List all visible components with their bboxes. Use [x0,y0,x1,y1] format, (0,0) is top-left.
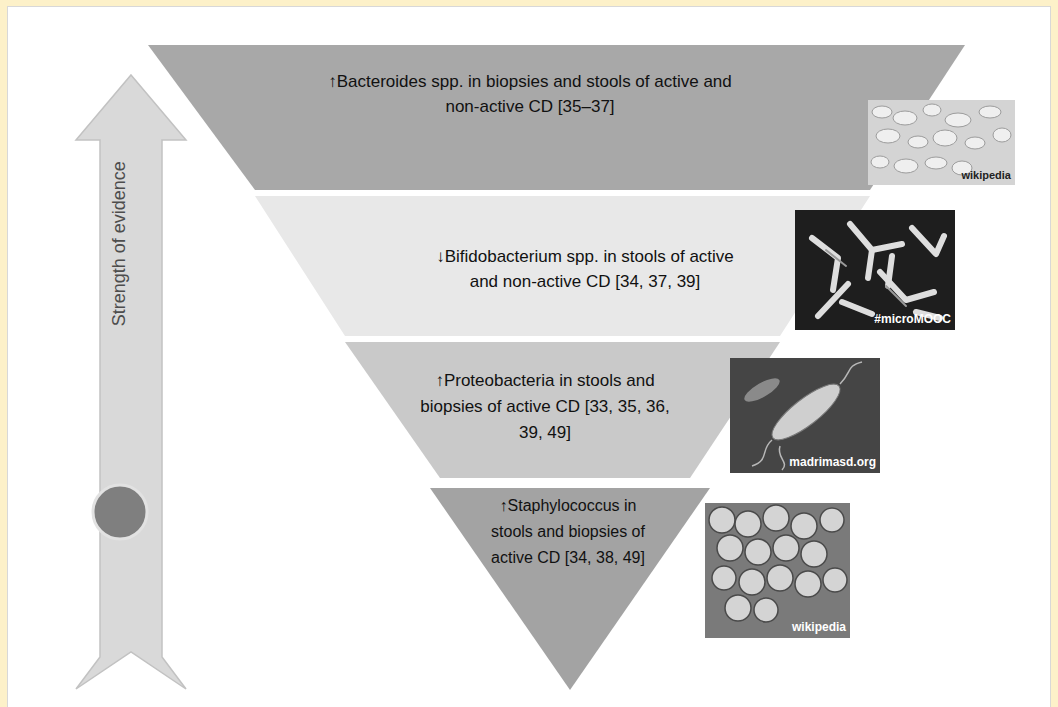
arrow-marker-dot [93,485,147,539]
watermark-holder: wikipedia [961,169,1011,182]
evidence-band-outline [255,196,870,336]
evidence-band-outline [148,45,965,190]
evidence-band-outline [430,488,710,690]
proteobacteria-photo [730,358,880,473]
bifidobacterium-photo [795,210,955,330]
watermark-holder: madrimasd.org [789,455,876,469]
band-text: ↑Proteobacteria in stools and biopsies o… [420,368,670,446]
watermark-label: #microMOOC [874,312,951,326]
watermark-label: wikipedia [961,169,1011,182]
evidence-band: ↓Bifidobacterium spp. in stools of activ… [255,196,870,336]
band-text: ↑Staphylococcus in stools and biopsies o… [481,493,656,571]
watermark-holder: wikipedia [792,620,846,634]
band-text: ↓Bifidobacterium spp. in stools of activ… [428,244,743,294]
evidence-band: ↑Bacteroides spp. in biopsies and stools… [148,45,965,190]
white-panel [8,7,1051,707]
watermark-holder: #microMOOC [874,312,951,326]
strength-arrow-outline [76,75,186,689]
evidence-band-shape [148,45,965,190]
strength-arrow: Strength of evidence [76,72,188,692]
strength-arrow-shape [76,72,188,692]
text-holder: ↑Proteobacteria in stools and biopsies o… [420,368,670,446]
text-holder: ↑Bacteroides spp. in biopsies and stools… [310,69,750,119]
evidence-band: ↑Staphylococcus in stools and biopsies o… [430,488,710,690]
staphylococcus-photo [705,503,850,638]
watermark-label: wikipedia [792,620,846,634]
text-holder: ↓Bifidobacterium spp. in stools of activ… [428,244,743,294]
evidence-band-shape [430,488,710,690]
text-holder: Strength of evidence [0,233,320,255]
evidence-band: ↑Proteobacteria in stools and biopsies o… [345,342,780,478]
bacteroides-photo [868,100,1015,185]
band-text: ↑Bacteroides spp. in biopsies and stools… [310,69,750,119]
evidence-band-outline [345,342,780,478]
text-holder: ↑Staphylococcus in stools and biopsies o… [481,493,656,571]
axis-label: Strength of evidence [109,161,131,326]
watermark-label: madrimasd.org [789,455,876,469]
